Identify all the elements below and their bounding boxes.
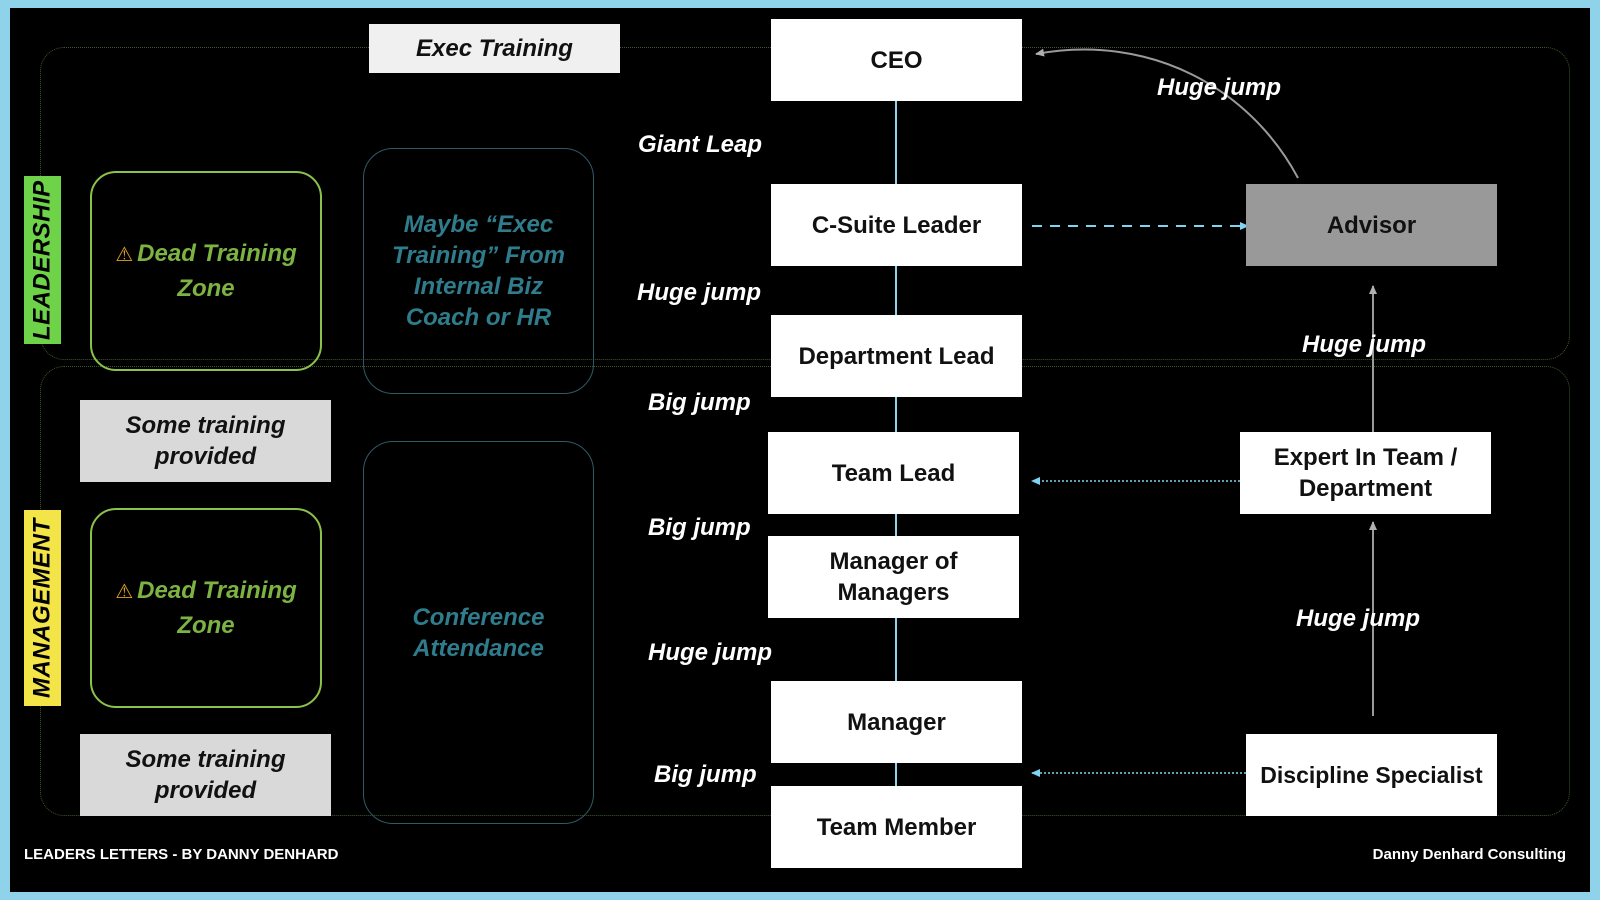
diagram-canvas: LEADERSHIP MANAGEMENT ⚠Dead Training Zon… bbox=[10, 8, 1590, 892]
jump-label-ceo-csuite: Giant Leap bbox=[638, 131, 763, 158]
jump-label-manager-member: Big jump bbox=[654, 761, 757, 788]
team-lead-box: Team Lead bbox=[768, 432, 1019, 514]
dead-zone-bottom-label: Dead Training Zone bbox=[137, 576, 297, 639]
jump-label-csuite-dept: Huge jump bbox=[637, 279, 761, 306]
exec-training-box: Exec Training bbox=[369, 24, 620, 73]
department-lead-box: Department Lead bbox=[771, 315, 1022, 397]
jump-label-mom-manager: Huge jump bbox=[648, 639, 772, 666]
warning-icon: ⚠ bbox=[115, 580, 134, 603]
advisor-box: Advisor bbox=[1246, 184, 1497, 266]
dead-training-zone-bottom: ⚠Dead Training Zone bbox=[90, 508, 322, 708]
team-member-box: Team Member bbox=[771, 786, 1022, 868]
leadership-tag: LEADERSHIP bbox=[24, 176, 61, 344]
advisor-ceo-arrow bbox=[1035, 48, 1299, 179]
management-tag: MANAGEMENT bbox=[24, 510, 61, 706]
some-training-top: Some training provided bbox=[80, 400, 331, 482]
conference-attendance-zone: Conference Attendance bbox=[363, 441, 594, 824]
expert-box: Expert In Team / Department bbox=[1240, 432, 1491, 514]
jump-label-dept-teamlead: Big jump bbox=[648, 389, 751, 416]
c-suite-leader-box: C-Suite Leader bbox=[771, 184, 1022, 266]
discipline-specialist-box: Discipline Specialist bbox=[1246, 734, 1497, 816]
dead-training-zone-top: ⚠Dead Training Zone bbox=[90, 171, 322, 371]
manager-of-managers-box: Manager of Managers bbox=[768, 536, 1019, 618]
jump-label-specialist-expert: Huge jump bbox=[1296, 605, 1420, 632]
footer-right: Danny Denhard Consulting bbox=[1372, 846, 1566, 863]
some-training-bottom: Some training provided bbox=[80, 734, 331, 816]
ceo-box: CEO bbox=[771, 19, 1022, 101]
dead-zone-top-label: Dead Training Zone bbox=[137, 239, 297, 302]
warning-icon: ⚠ bbox=[115, 243, 134, 266]
jump-label-advisor-ceo: Huge jump bbox=[1157, 74, 1281, 101]
jump-label-teamlead-mom: Big jump bbox=[648, 514, 751, 541]
jump-label-expert-advisor: Huge jump bbox=[1302, 331, 1426, 358]
footer-left: LEADERS LETTERS - BY DANNY DENHARD bbox=[24, 846, 339, 863]
manager-box: Manager bbox=[771, 681, 1022, 763]
maybe-exec-training-zone: Maybe “Exec Training” From Internal Biz … bbox=[363, 148, 594, 394]
